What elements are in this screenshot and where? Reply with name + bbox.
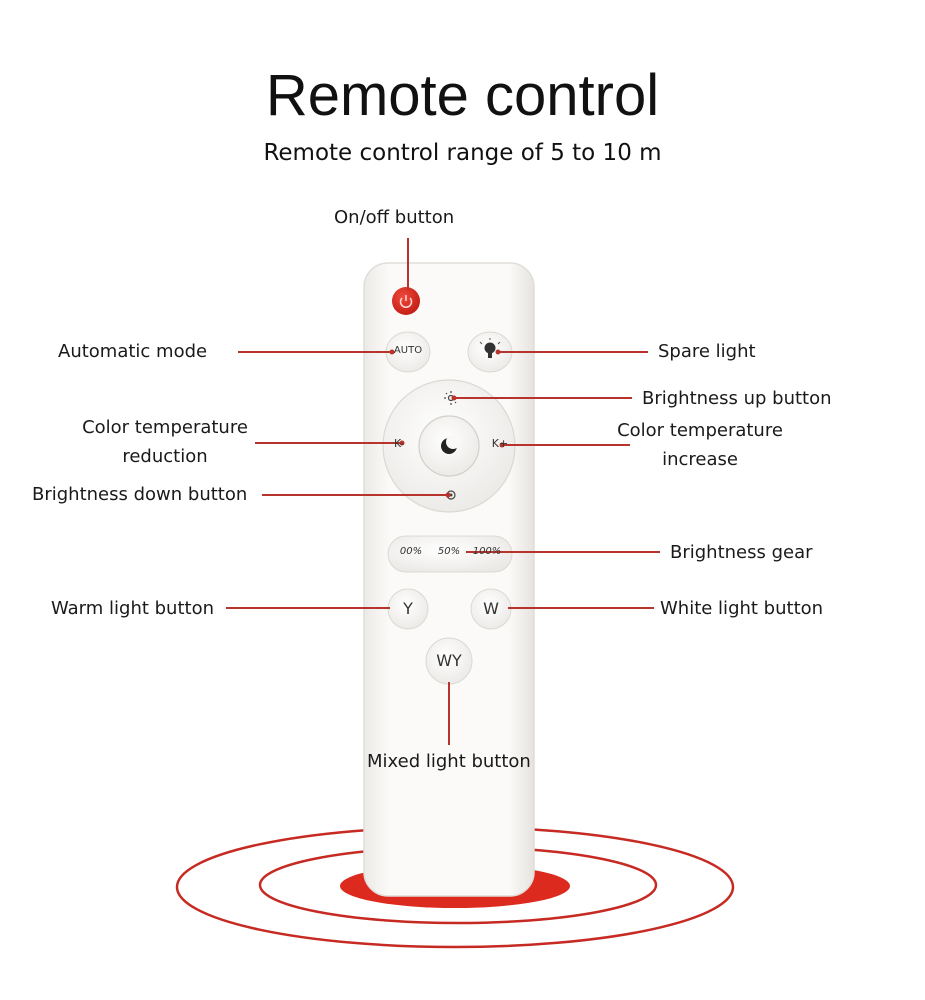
mixed-light-button[interactable]: WY [436,651,462,670]
label-ct-reduction-line1: Color temperature [82,417,248,438]
label-white-light: White light button [660,598,824,619]
gear-high-label[interactable]: 100% [472,546,502,557]
warm-light-button[interactable]: Y [403,599,413,618]
label-ct-increase-line2: increase [662,449,738,470]
k-minus-label[interactable]: K- [393,437,405,450]
label-brightness-down: Brightness down button [32,484,248,505]
label-automatic-mode: Automatic mode [58,341,208,362]
label-warm-light: Warm light button [51,598,215,619]
callout-dot-auto [389,349,395,355]
page-title: Remote control [265,63,660,128]
callout-lines [226,238,660,745]
moon-icon [441,435,460,454]
callout-dot-down [445,492,451,498]
page-subtitle: Remote control range of 5 to 10 m [263,140,662,166]
label-ct-reduction: Color temperature reduction [70,413,260,471]
bulb-icon [479,338,501,358]
label-brightness-gear: Brightness gear [670,542,813,563]
label-ct-increase-line1: Color temperature [617,420,783,441]
callout-dot-kplus [499,442,505,448]
label-brightness-up: Brightness up button [642,388,832,409]
callout-dot-spare [495,349,501,355]
label-ct-increase: Color temperature increase [605,416,795,474]
label-mixed-light: Mixed light button [367,751,531,772]
gear-low-label[interactable]: 00% [399,546,423,557]
label-ct-reduction-line2: reduction [122,446,208,467]
callout-dot-up [451,395,457,401]
brightness-gear-button [387,535,513,573]
label-on-off: On/off button [334,207,455,228]
callout-dot-kminus [399,440,405,446]
auto-button-label[interactable]: AUTO [393,345,423,356]
label-spare-light: Spare light [658,341,756,362]
k-plus-label[interactable]: K+ [491,437,509,450]
gear-mid-label[interactable]: 50% [437,546,461,557]
white-light-button[interactable]: W [483,599,499,618]
power-icon [399,295,413,309]
